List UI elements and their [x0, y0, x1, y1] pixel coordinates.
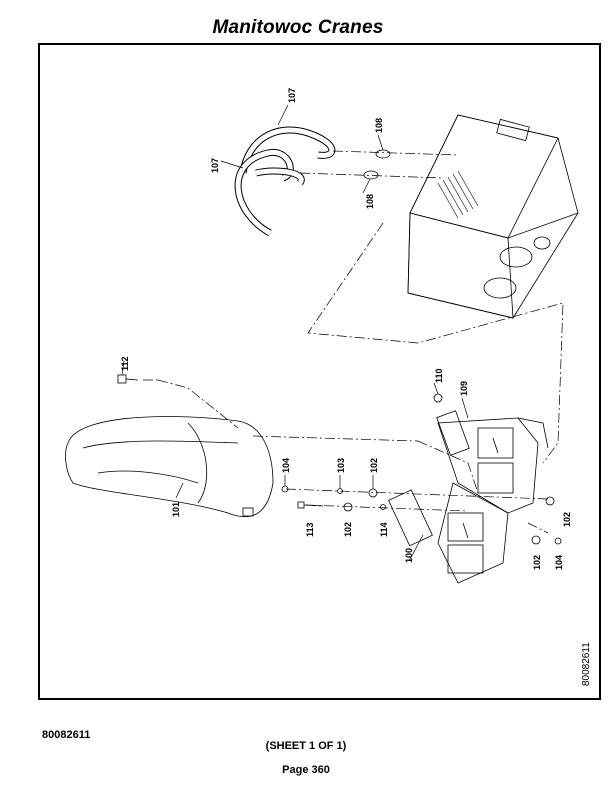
clamp-108-lower: [363, 170, 379, 180]
seat-cushion-101: [65, 416, 274, 518]
figure-id: 80082611: [581, 642, 592, 686]
callout-107-left: 107: [210, 158, 220, 173]
callout-102-bottom: 102: [532, 555, 542, 570]
callout-108-bottom: 108: [365, 194, 375, 209]
washer-102-mid: [343, 502, 353, 512]
callout-114: 114: [379, 522, 389, 537]
callout-110: 110: [434, 368, 444, 383]
callout-108-top: 108: [374, 118, 384, 133]
controller-assembly: [388, 410, 549, 584]
washer-102-top: [368, 488, 378, 498]
heater-unit: [407, 114, 579, 319]
hose-107-upper: [239, 126, 336, 174]
callout-102-right: 102: [562, 512, 572, 527]
page-title: Manitowoc Cranes: [212, 17, 384, 38]
washer-103: [337, 488, 343, 494]
hose-107-lower: [234, 148, 305, 237]
callout-103: 103: [336, 458, 346, 473]
callout-109: 109: [459, 381, 469, 396]
callout-104-left: 104: [281, 458, 291, 473]
callout-102-top: 102: [369, 458, 379, 473]
parts-drawing: 107 107 108 108 112 110 109 104 103 102 …: [65, 88, 592, 686]
drawing-frame: [38, 43, 601, 700]
callout-104-bottom: 104: [554, 555, 564, 570]
callout-102-mid: 102: [343, 522, 353, 537]
document-number: 80082611: [42, 729, 91, 741]
callout-100: 100: [404, 548, 414, 563]
sheet-indicator: (SHEET 1 OF 1): [265, 740, 347, 752]
washer-110: [433, 393, 443, 403]
washer-102-bottom: [531, 535, 541, 545]
clamp-108-upper: [375, 149, 391, 159]
bolt-113: [297, 501, 324, 509]
page-number: Page 360: [282, 764, 330, 776]
callout-101: 101: [171, 502, 181, 517]
callout-107-top: 107: [287, 88, 297, 103]
nut-104-bottom: [554, 537, 562, 545]
callout-112: 112: [120, 356, 130, 371]
nut-114: [380, 504, 386, 510]
callout-113: 113: [305, 522, 315, 537]
washer-102-right: [545, 496, 555, 506]
bolt-112: [117, 374, 139, 384]
